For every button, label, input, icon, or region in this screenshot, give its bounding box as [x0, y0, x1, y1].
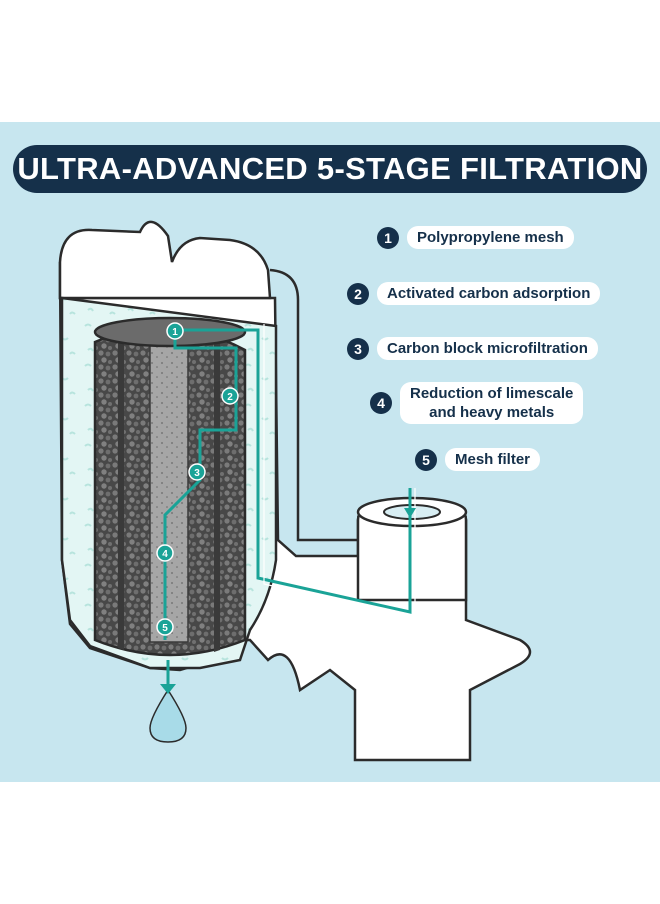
water-flow-path: [163, 328, 412, 640]
legend-badge: 1: [377, 226, 399, 249]
svg-text:1: 1: [172, 327, 178, 338]
cartridge-core: [149, 337, 189, 643]
legend-badge: 3: [347, 337, 369, 360]
stage-marker-5: 5: [156, 618, 174, 636]
housing-cap: [58, 220, 272, 300]
title-banner: ULTRA-ADVANCED 5-STAGE FILTRATION: [13, 145, 647, 193]
legend-badge: 2: [347, 282, 369, 305]
legend-label: Mesh filter: [445, 448, 541, 471]
legend-label: Activated carbon adsorption: [377, 282, 601, 305]
water-flow-path-outline: [263, 324, 416, 619]
legend-item-4: 4 Reduction of limescale and heavy metal…: [370, 382, 584, 424]
housing-right-wall: [269, 268, 358, 542]
legend-label: Reduction of limescale and heavy metals: [400, 382, 584, 424]
legend-item-2: 2 Activated carbon adsorption: [347, 282, 601, 305]
svg-text:5: 5: [162, 623, 168, 634]
legend-label-line-2: and heavy metals: [429, 404, 555, 421]
stage-marker-2: 2: [221, 387, 239, 405]
stage-marker-1: 1: [166, 322, 184, 340]
svg-text:2: 2: [227, 392, 233, 403]
water-drop: [149, 688, 187, 743]
legend-badge: 4: [370, 392, 392, 414]
legend-label: Carbon block microfiltration: [377, 337, 598, 360]
stage-marker-3: 3: [188, 463, 206, 481]
legend-label: Polypropylene mesh: [407, 226, 574, 249]
svg-text:4: 4: [162, 549, 168, 560]
page-title: ULTRA-ADVANCED 5-STAGE FILTRATION: [17, 151, 643, 186]
legend-item-1: 1 Polypropylene mesh: [377, 226, 574, 249]
cartridge-layer-right: [214, 340, 220, 652]
legend-item-3: 3 Carbon block microfiltration: [347, 337, 598, 360]
svg-text:3: 3: [194, 468, 200, 479]
stage-marker-4: 4: [156, 544, 174, 562]
legend-label-line-1: Reduction of limescale: [410, 385, 574, 402]
cartridge-layer-left: [118, 334, 124, 650]
legend-badge: 5: [415, 448, 437, 471]
flow-arrow-inlet: [404, 508, 416, 518]
legend-item-5: 5 Mesh filter: [415, 448, 541, 471]
flow-arrow-outlet: [160, 684, 176, 694]
